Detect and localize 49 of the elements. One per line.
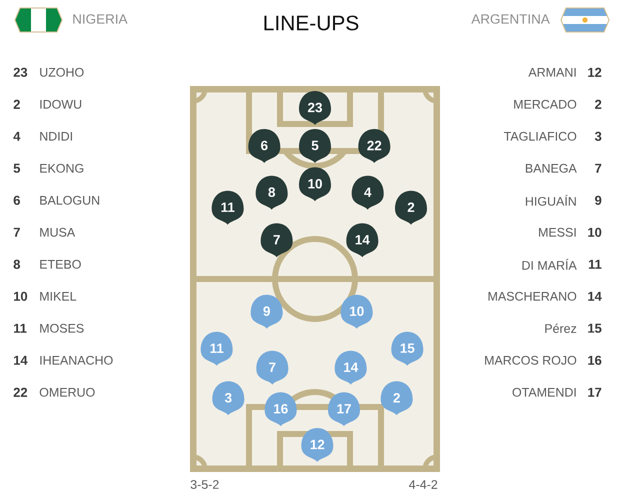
player-name: UZOHO bbox=[40, 68, 84, 77]
player-name: ETEBO bbox=[40, 260, 81, 269]
shirt-number: 10 bbox=[588, 228, 602, 237]
shirt-number: 4 bbox=[13, 132, 20, 141]
player-name: MESSI bbox=[539, 228, 576, 237]
shirt-number: 2 bbox=[595, 100, 602, 109]
shirt-number: 14 bbox=[588, 292, 602, 301]
shirt-number: 15 bbox=[588, 324, 602, 333]
player-name: BALOGUN bbox=[40, 196, 100, 205]
player-name: MARCOS ROJO bbox=[485, 356, 576, 365]
shirt-number: 7 bbox=[595, 164, 602, 173]
player-name: OTAMENDI bbox=[512, 388, 576, 397]
shirt-number: 3 bbox=[594, 132, 602, 141]
formation-label: 4-4-2 bbox=[409, 480, 438, 489]
player-name: MIKEL bbox=[40, 292, 76, 301]
shirt-number: 2 bbox=[14, 100, 20, 109]
player-name: TAGLIAFICO bbox=[504, 132, 576, 141]
shirt-number: 23 bbox=[14, 68, 28, 77]
shirt-number: 11 bbox=[588, 260, 602, 269]
shirt-number: 14 bbox=[14, 356, 28, 365]
player-name: MASCHERANO bbox=[488, 292, 576, 301]
player-name: BANEGA bbox=[526, 164, 577, 173]
shirt-number: 10 bbox=[14, 292, 28, 301]
player-name: IHEANACHO bbox=[40, 356, 113, 365]
shirt-number: 6 bbox=[14, 196, 20, 205]
player-name: ARMANI bbox=[528, 68, 576, 77]
country-name: ARGENTINA bbox=[471, 14, 550, 24]
player-name: DI MARÍA bbox=[522, 258, 577, 270]
shirt-number: 22 bbox=[14, 388, 28, 397]
player-name: OMERUO bbox=[40, 388, 95, 397]
player-name: Pérez bbox=[545, 324, 576, 333]
shirt-number: 9 bbox=[595, 196, 602, 205]
page-title: LINE-UPS bbox=[264, 16, 358, 30]
shirt-number: 17 bbox=[588, 388, 602, 397]
shirt-number: 5 bbox=[14, 164, 20, 173]
player-name: IDOWU bbox=[40, 100, 82, 109]
player-name: NDIDI bbox=[40, 132, 72, 141]
shirt-number: 8 bbox=[14, 260, 20, 269]
player-name: EKONG bbox=[40, 164, 84, 173]
country-name: NIGERIA bbox=[73, 14, 128, 24]
shirt-number: 11 bbox=[14, 324, 27, 333]
player-name: MERCADO bbox=[514, 100, 576, 109]
player-name: MUSA bbox=[40, 228, 76, 237]
formation-label: 3-5-2 bbox=[190, 480, 219, 489]
shirt-number: 12 bbox=[588, 68, 602, 77]
player-name: MOSES bbox=[40, 324, 84, 333]
shirt-number: 16 bbox=[588, 356, 602, 365]
shirt-number: 7 bbox=[14, 228, 20, 237]
player-name: HIGUAÍN bbox=[526, 194, 576, 206]
